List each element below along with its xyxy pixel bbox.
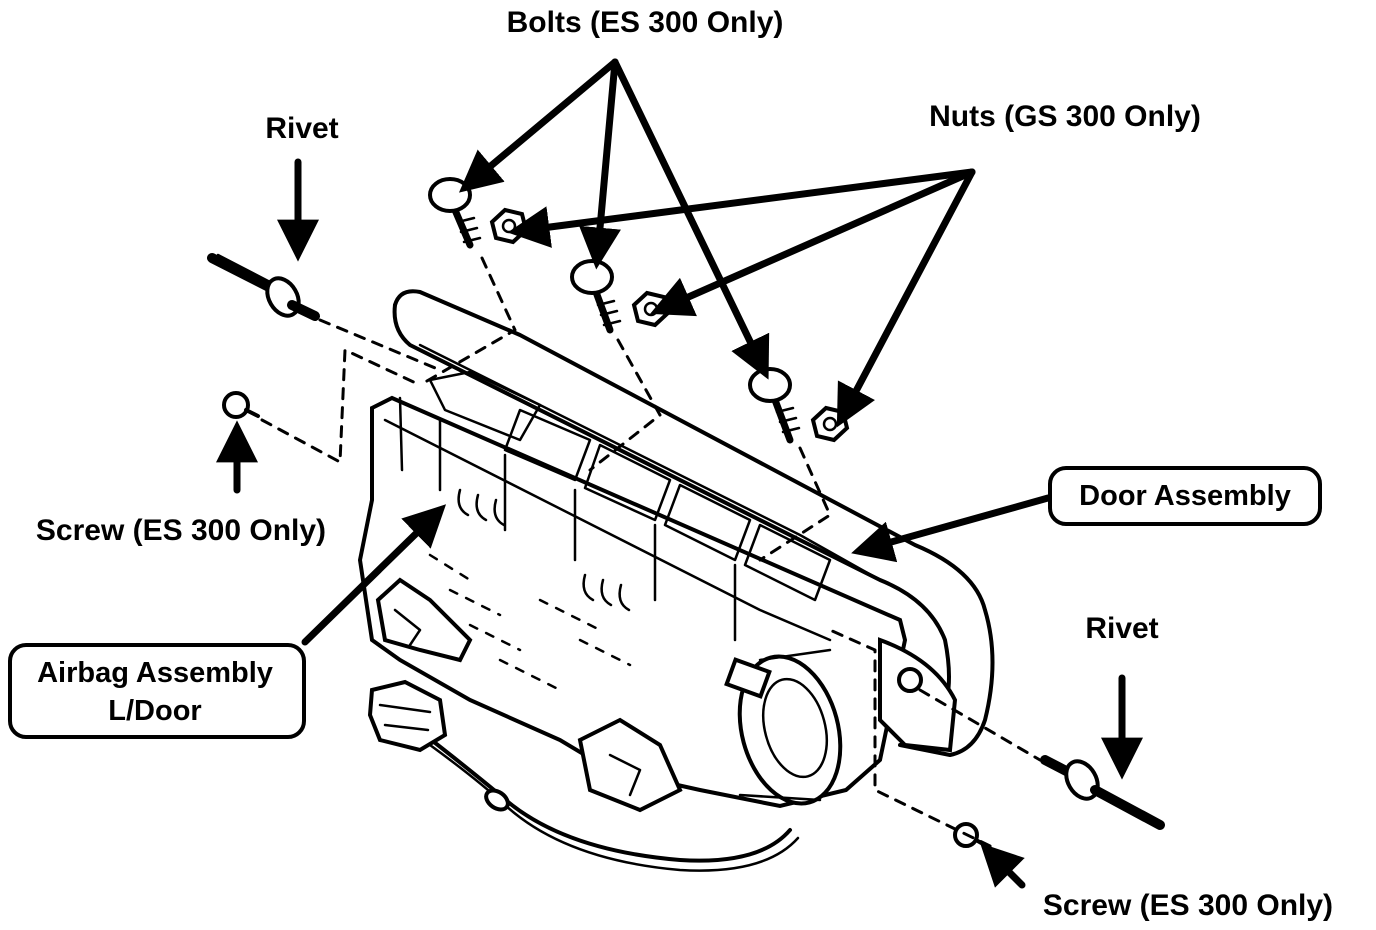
- nut-2: [631, 290, 671, 328]
- airbag-assembly-body: [357, 289, 995, 872]
- label-door-assembly: Door Assembly: [1079, 480, 1291, 512]
- rivet-left: [207, 253, 320, 321]
- airbag-assembly-box: [8, 643, 306, 739]
- rivet-right: [1040, 755, 1165, 830]
- door-assembly-box: [1048, 466, 1322, 526]
- bolt-2: [570, 259, 622, 334]
- label-screw-right: Screw (ES 300 Only): [1043, 889, 1333, 922]
- leader-arrows: [216, 58, 1143, 889]
- bolt-3: [748, 367, 801, 444]
- label-bolts: Bolts (ES 300 Only): [507, 6, 784, 39]
- screw-left: [222, 391, 260, 419]
- bolt-1: [428, 177, 482, 249]
- label-airbag-ldoor: L/Door: [108, 695, 201, 727]
- alignment-lines: [260, 256, 1042, 848]
- label-rivet-right: Rivet: [1085, 612, 1158, 645]
- label-rivet-left: Rivet: [265, 112, 338, 145]
- label-airbag-assembly: Airbag Assembly: [37, 657, 273, 689]
- nut-3: [810, 405, 850, 443]
- label-screw-left: Screw (ES 300 Only): [36, 514, 326, 547]
- nut-1: [489, 207, 529, 245]
- label-nuts: Nuts (GS 300 Only): [929, 100, 1201, 133]
